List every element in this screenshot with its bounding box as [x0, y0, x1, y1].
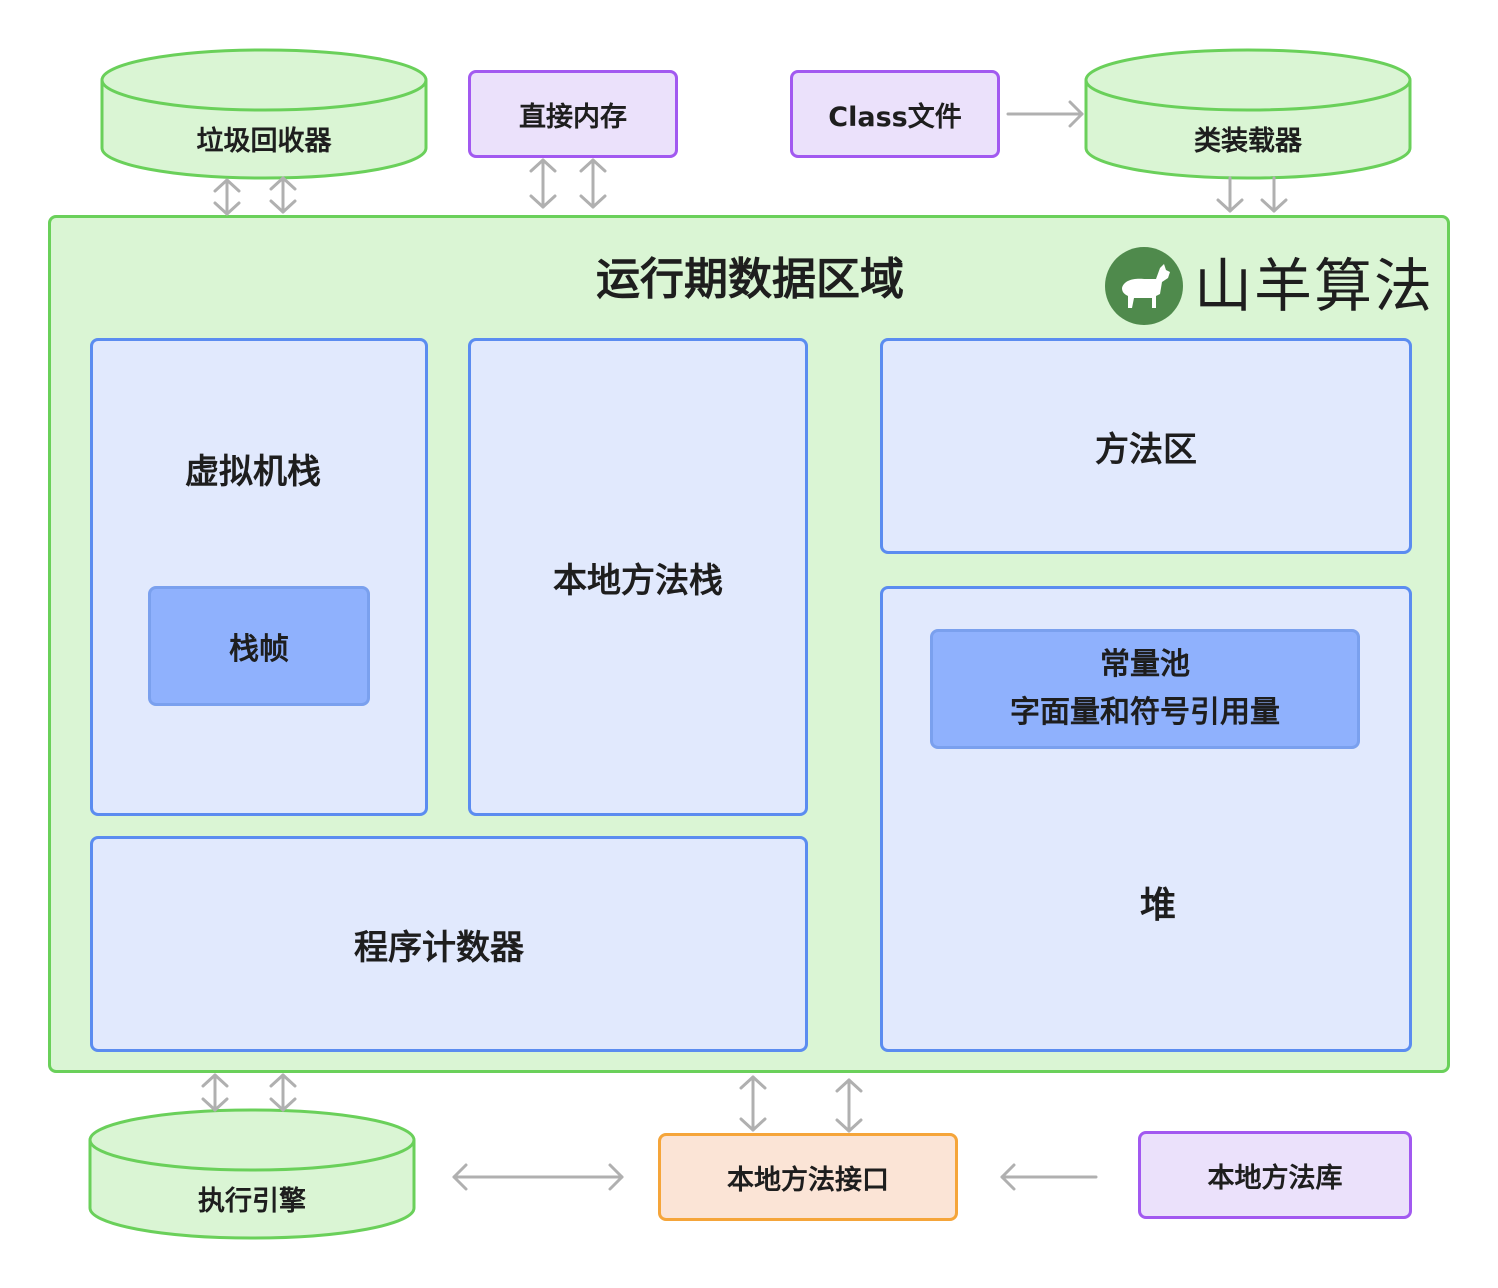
constant-pool-box: 常量池 字面量和符号引用量 — [930, 629, 1360, 749]
gc-double-arrow-1 — [213, 178, 241, 216]
engine-interface-double-arrow — [452, 1163, 624, 1191]
execution-engine-label: 执行引擎 — [198, 1185, 306, 1217]
runtime-area-title: 运行期数据区域 — [596, 254, 904, 305]
execution-engine-cylinder: 执行引擎 — [88, 1108, 416, 1240]
constant-pool-title: 常量池 — [1100, 647, 1190, 682]
class-loader-label: 类装载器 — [1194, 125, 1302, 157]
gc-double-arrow-2 — [269, 176, 297, 214]
native-interface-box: 本地方法接口 — [658, 1133, 958, 1221]
brand-text: 山羊算法 — [1194, 252, 1435, 320]
class-file-box: Class文件 — [790, 70, 1000, 158]
loader-down-arrow-1 — [1216, 176, 1244, 213]
goat-icon — [1105, 247, 1183, 325]
engine-double-arrow-1 — [201, 1073, 229, 1112]
method-area-box: 方法区 — [880, 338, 1412, 554]
native-library-box: 本地方法库 — [1138, 1131, 1412, 1219]
interface-double-arrow-1 — [739, 1075, 767, 1132]
garbage-collector-label: 垃圾回收器 — [196, 125, 332, 157]
brand-logo: 山羊算法 — [1104, 246, 1434, 326]
engine-double-arrow-2 — [269, 1073, 297, 1112]
loader-down-arrow-2 — [1260, 176, 1288, 213]
constant-pool-subtitle: 字面量和符号引用量 — [1010, 695, 1280, 730]
garbage-collector-cylinder: 垃圾回收器 — [100, 48, 428, 180]
direct-memory-box: 直接内存 — [468, 70, 678, 158]
direct-memory-double-arrow-2 — [579, 158, 607, 209]
stack-frame-box: 栈帧 — [148, 586, 370, 706]
heap-label: 堆 — [1139, 885, 1176, 926]
direct-memory-double-arrow-1 — [529, 158, 557, 209]
interface-double-arrow-2 — [835, 1078, 863, 1133]
vm-stack-label: 虚拟机栈 — [185, 451, 321, 492]
vm-stack-box — [90, 338, 428, 816]
program-counter-box: 程序计数器 — [90, 836, 808, 1052]
library-to-interface-arrow — [1000, 1163, 1098, 1191]
native-method-stack-box: 本地方法栈 — [468, 338, 808, 816]
class-loader-cylinder: 类装载器 — [1084, 48, 1412, 180]
class-file-to-loader-arrow — [1006, 100, 1084, 128]
